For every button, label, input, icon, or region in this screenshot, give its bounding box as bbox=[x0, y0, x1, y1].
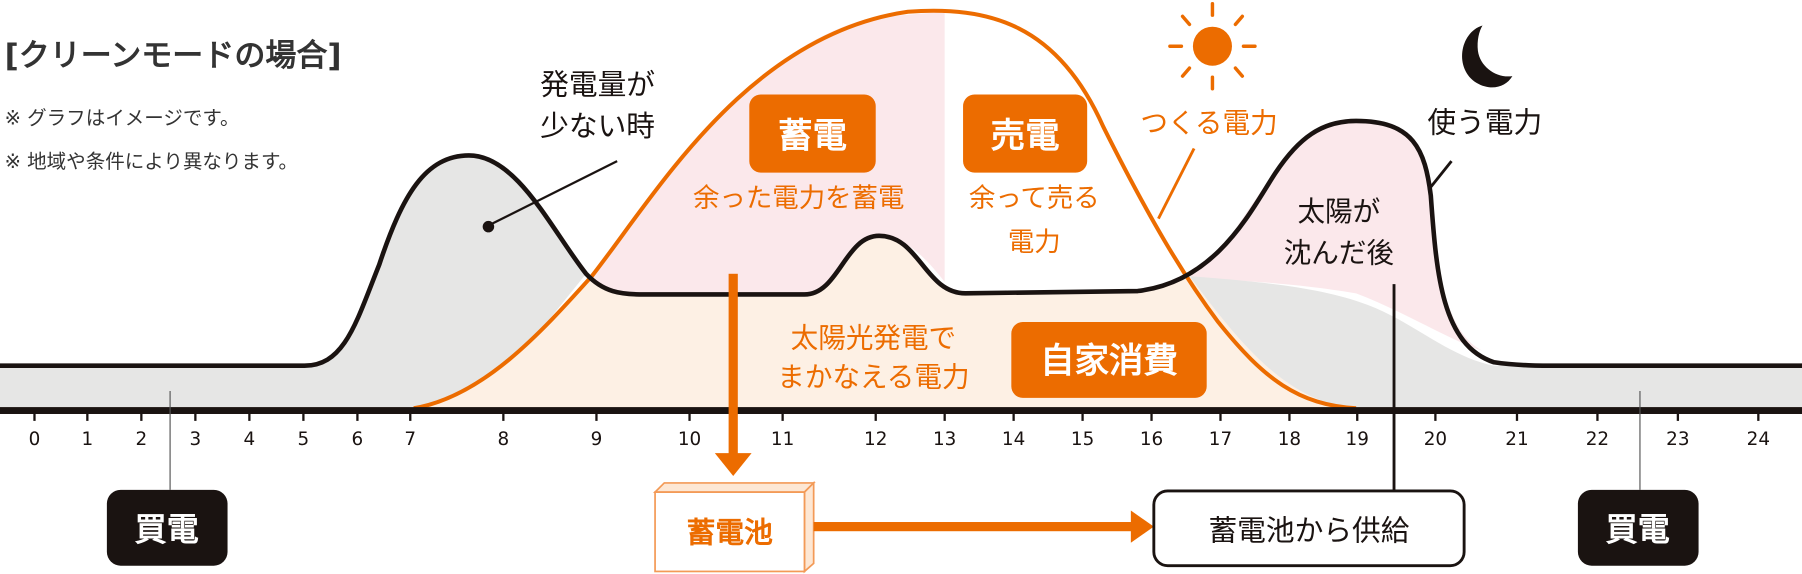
low-generation-label-2: 少ない時 bbox=[540, 109, 655, 143]
x-tick-label: 3 bbox=[190, 429, 202, 450]
x-tick-label: 9 bbox=[591, 429, 603, 450]
sell-desc-1: 余って売る bbox=[969, 183, 1100, 214]
used-power-label: 使う電力 bbox=[1427, 105, 1542, 139]
x-tick-label: 10 bbox=[678, 429, 701, 450]
low-generation-label-1: 発電量が bbox=[540, 68, 655, 102]
x-tick-label: 0 bbox=[29, 429, 41, 450]
after-sunset-label-1: 太陽が bbox=[1297, 195, 1380, 228]
x-tick-label: 13 bbox=[933, 429, 956, 450]
x-tick-label: 17 bbox=[1209, 429, 1232, 450]
charge-badge bbox=[749, 94, 876, 173]
note-2: ※ 地域や条件により異なります。 bbox=[5, 150, 298, 173]
buy-right-badge bbox=[1577, 489, 1699, 566]
note-1: ※ グラフはイメージです。 bbox=[5, 106, 240, 129]
x-tick-label: 21 bbox=[1505, 429, 1528, 450]
x-tick-label: 16 bbox=[1140, 429, 1163, 450]
buy-right-label: 買電 bbox=[1606, 510, 1670, 548]
battery-label: 蓄電池 bbox=[687, 516, 773, 550]
battery-supply-area bbox=[1189, 120, 1483, 351]
x-tick-label: 15 bbox=[1071, 429, 1094, 450]
generated-power-label: つくる電力 bbox=[1140, 106, 1277, 139]
x-tick-label: 14 bbox=[1002, 429, 1025, 450]
pointer-line bbox=[487, 160, 618, 227]
solar-covered-label-1: 太陽光発電で bbox=[791, 321, 956, 354]
x-tick-label: 11 bbox=[771, 429, 794, 450]
x-axis bbox=[0, 407, 1802, 414]
x-tick-label: 22 bbox=[1586, 429, 1609, 450]
sun-icon bbox=[1168, 1, 1257, 91]
x-tick-label: 7 bbox=[404, 429, 416, 450]
generated-power-pointer bbox=[1157, 147, 1196, 220]
solar-covered-label-2: まかなえる電力 bbox=[777, 360, 969, 393]
grid-purchase-area-morning bbox=[0, 155, 587, 409]
page-title: [クリーンモードの場合] bbox=[5, 38, 342, 74]
grid-purchase-area-night bbox=[1189, 276, 1802, 409]
charge-arrow-shaft bbox=[728, 273, 738, 456]
x-tick-label: 20 bbox=[1424, 429, 1447, 450]
supply-arrow-shaft bbox=[813, 522, 1134, 532]
after-sunset-label-2: 沈んだ後 bbox=[1284, 236, 1394, 269]
consumption-curve bbox=[0, 118, 1802, 369]
supply-arrow-head bbox=[1130, 510, 1154, 543]
self-consumption-badge bbox=[1011, 322, 1207, 398]
battery-supply-box bbox=[1152, 489, 1466, 568]
x-tick-label: 1 bbox=[81, 429, 93, 450]
charge-desc: 余った電力を蓄電 bbox=[693, 183, 904, 214]
moon-icon bbox=[1462, 25, 1513, 88]
charge-badge-label: 蓄電 bbox=[778, 116, 847, 156]
x-tick-label: 4 bbox=[244, 429, 256, 450]
x-tick-label: 19 bbox=[1346, 429, 1369, 450]
sell-badge bbox=[963, 94, 1088, 173]
x-tick-label: 23 bbox=[1666, 429, 1689, 450]
sell-desc-2: 電力 bbox=[1008, 227, 1061, 258]
generation-curve bbox=[413, 8, 1357, 411]
x-tick-label: 8 bbox=[498, 429, 510, 450]
x-tick-label: 18 bbox=[1278, 429, 1301, 450]
battery-box bbox=[652, 480, 816, 574]
charge-arrow-head bbox=[714, 453, 752, 477]
buy-left-label: 買電 bbox=[134, 510, 198, 548]
pointer-dot bbox=[482, 220, 495, 233]
x-tick-label: 5 bbox=[298, 429, 310, 450]
x-tick-label: 24 bbox=[1747, 429, 1770, 450]
x-tick-label: 2 bbox=[136, 429, 148, 450]
x-tick-label: 6 bbox=[352, 429, 364, 450]
battery-supply-label: 蓄電池から供給 bbox=[1208, 513, 1409, 547]
self-consumption-badge-label: 自家消費 bbox=[1040, 342, 1178, 382]
sell-badge-label: 売電 bbox=[991, 116, 1060, 156]
buy-left-badge bbox=[106, 489, 228, 566]
x-tick-label: 12 bbox=[864, 429, 887, 450]
used-power-pointer bbox=[1427, 160, 1453, 191]
